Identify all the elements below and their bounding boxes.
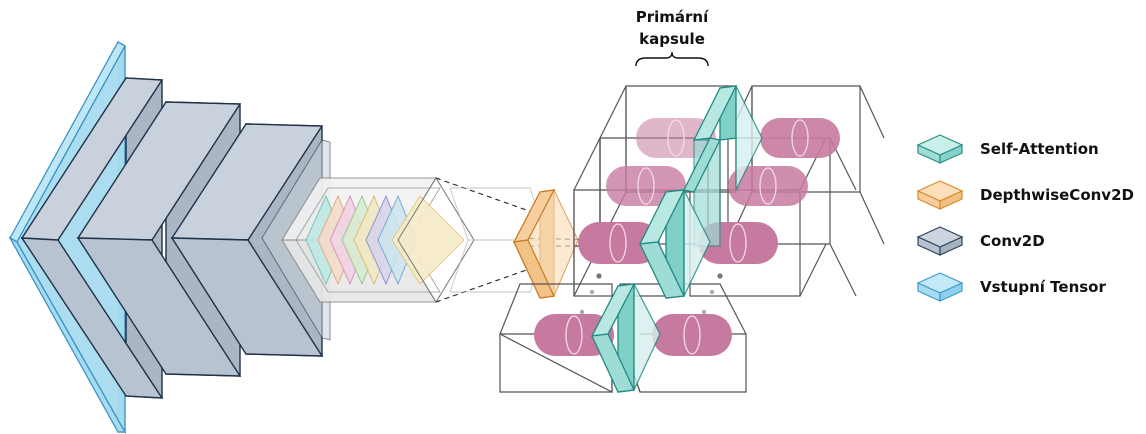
feature-map-stack bbox=[281, 177, 475, 303]
annotation-line-2: kapsule bbox=[639, 30, 705, 48]
legend-label-input-tensor: Vstupní Tensor bbox=[980, 278, 1106, 296]
legend-label-self-attention: Self-Attention bbox=[980, 140, 1099, 158]
ellipsis-dots bbox=[579, 273, 723, 315]
legend-label-conv2d: Conv2D bbox=[980, 232, 1045, 250]
self-attention-blocks bbox=[590, 85, 763, 393]
capsule-shapes bbox=[534, 118, 840, 356]
legend-item-input-tensor: Vstupní Tensor bbox=[916, 272, 1106, 302]
annotation-line-1: Primární bbox=[636, 8, 709, 26]
curly-brace bbox=[635, 51, 709, 67]
legend-item-self-attention: Self-Attention bbox=[916, 134, 1099, 164]
legend-label-depthwise-conv2d: DepthwiseConv2D bbox=[980, 186, 1134, 204]
legend-item-conv2d: Conv2D bbox=[916, 226, 1045, 256]
legend: Self-Attention DepthwiseConv2D Conv2D bbox=[916, 134, 1134, 302]
primary-capsules-annotation: Primární kapsule bbox=[635, 8, 709, 67]
legend-item-depthwise-conv2d: DepthwiseConv2D bbox=[916, 180, 1134, 210]
depthwise-conv2d-block bbox=[512, 188, 579, 299]
